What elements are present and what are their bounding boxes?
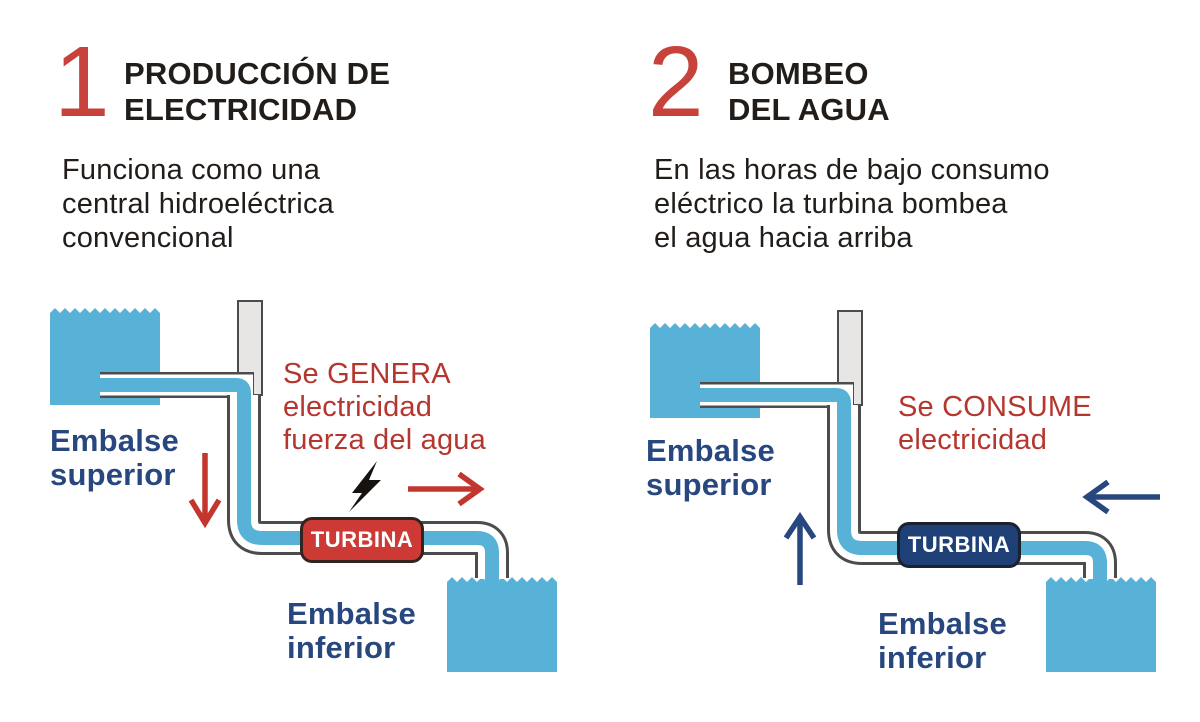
panel1-description: Funciona como una central hidroeléctrica… bbox=[62, 154, 334, 254]
panel1-upper-reservoir-label: Embalse superior bbox=[50, 423, 179, 492]
panel2-annotation: Se CONSUME electricidad bbox=[898, 391, 1092, 456]
lightning-icon bbox=[349, 461, 381, 512]
up-arrow-icon bbox=[783, 512, 817, 585]
panel1-turbine-badge: TURBINA bbox=[300, 517, 424, 563]
panel2-title: BOMBEO DEL AGUA bbox=[728, 56, 890, 127]
panel1-annotation: Se GENERA electricidad fuerza del agua bbox=[283, 358, 486, 456]
panel2-turbine-badge: TURBINA bbox=[897, 522, 1021, 568]
panel1-turbine-label: TURBINA bbox=[310, 527, 414, 552]
left-arrow-icon bbox=[1082, 479, 1160, 515]
panel2-lower-reservoir-label: Embalse inferior bbox=[878, 606, 1007, 675]
lower-reservoir bbox=[447, 577, 557, 672]
water-flow bbox=[100, 378, 499, 593]
down-arrow-icon bbox=[188, 453, 222, 529]
panel2-description: En las horas de bajo consumo eléctrico l… bbox=[654, 154, 1050, 254]
panel1-number: 1 bbox=[54, 26, 110, 138]
panel2-upper-reservoir-label: Embalse superior bbox=[646, 433, 775, 502]
right-arrow-icon bbox=[408, 471, 485, 507]
panel2-number: 2 bbox=[648, 26, 704, 138]
lower-reservoir bbox=[1046, 577, 1156, 672]
panel2-turbine-label: TURBINA bbox=[907, 532, 1011, 557]
panel1-title: PRODUCCIÓN DE ELECTRICIDAD bbox=[124, 56, 391, 127]
water-flow bbox=[700, 388, 1107, 593]
panel1-lower-reservoir-label: Embalse inferior bbox=[287, 596, 416, 665]
